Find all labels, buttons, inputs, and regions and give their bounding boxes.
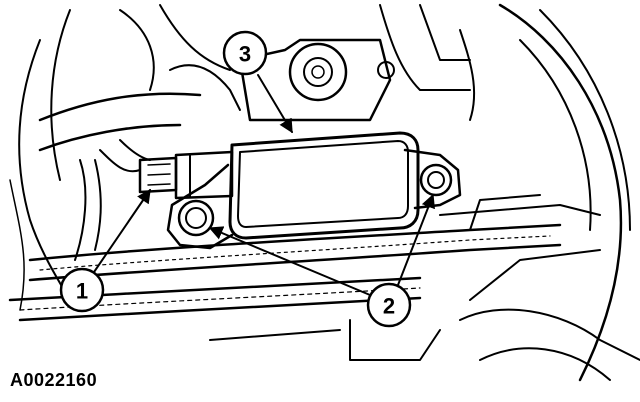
upper-mount-bracket [169, 38, 395, 122]
leader-lines [91, 74, 435, 296]
callout-3-label: 3 [239, 42, 251, 67]
background-structure [9, 3, 640, 382]
figure-id: A0022160 [10, 370, 98, 390]
sensor-module [138, 131, 462, 250]
callout-2: 2 [366, 282, 412, 328]
callout-3: 3 [222, 30, 268, 76]
callout-1: 1 [59, 267, 105, 313]
callout-1-label: 1 [76, 279, 88, 304]
wiring-harness [38, 92, 202, 261]
callout-2-label: 2 [383, 294, 395, 319]
